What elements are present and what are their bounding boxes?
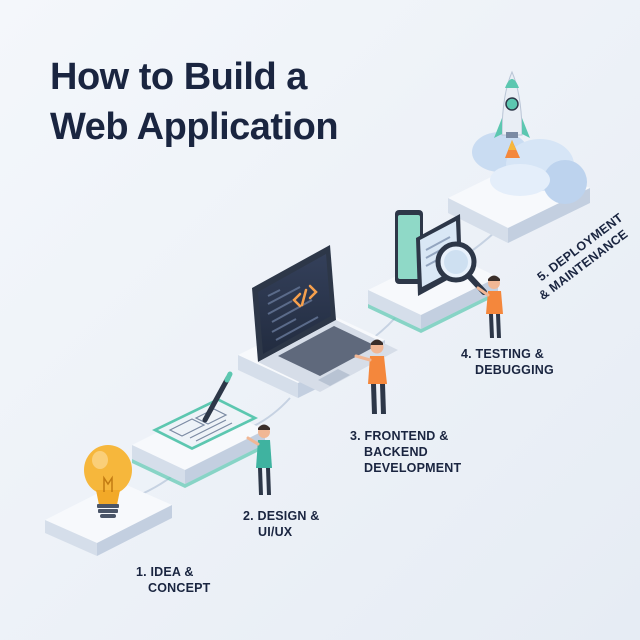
step-4-line-1: 4. TESTING & [461, 347, 544, 361]
person-tester [476, 275, 503, 338]
step-label-1: 1. IDEA & CONCEPT [136, 564, 211, 596]
step-3-line-1: 3. FRONTEND & [350, 429, 449, 443]
step-4-line-2: DEBUGGING [475, 363, 554, 377]
magnifier-devices-icon [395, 210, 487, 296]
step-3-line-3: DEVELOPMENT [364, 461, 462, 475]
rocket-icon [472, 70, 587, 204]
laptop-code-icon [252, 245, 398, 392]
tablet-wireframe-icon [152, 371, 258, 450]
person-designer [246, 424, 272, 495]
step-3-line-2: BACKEND [364, 445, 428, 459]
step-2-line-2: UI/UX [258, 525, 293, 539]
title-line-2: Web Application [50, 106, 339, 148]
step-1-line-2: CONCEPT [148, 581, 211, 595]
step-label-3: 3. FRONTEND & BACKEND DEVELOPMENT [350, 428, 461, 476]
person-developer [354, 339, 387, 414]
step-1-line-1: 1. IDEA & [136, 565, 194, 579]
title-line-1: How to Build a [50, 56, 307, 98]
step-2-line-1: 2. DESIGN & [243, 509, 320, 523]
connector-line [109, 231, 496, 506]
step-label-2: 2. DESIGN & UI/UX [243, 508, 320, 540]
lightbulb-icon [84, 445, 132, 518]
page-title: How to Build a Web Application [50, 52, 339, 152]
step-label-4: 4. TESTING & DEBUGGING [461, 346, 554, 378]
